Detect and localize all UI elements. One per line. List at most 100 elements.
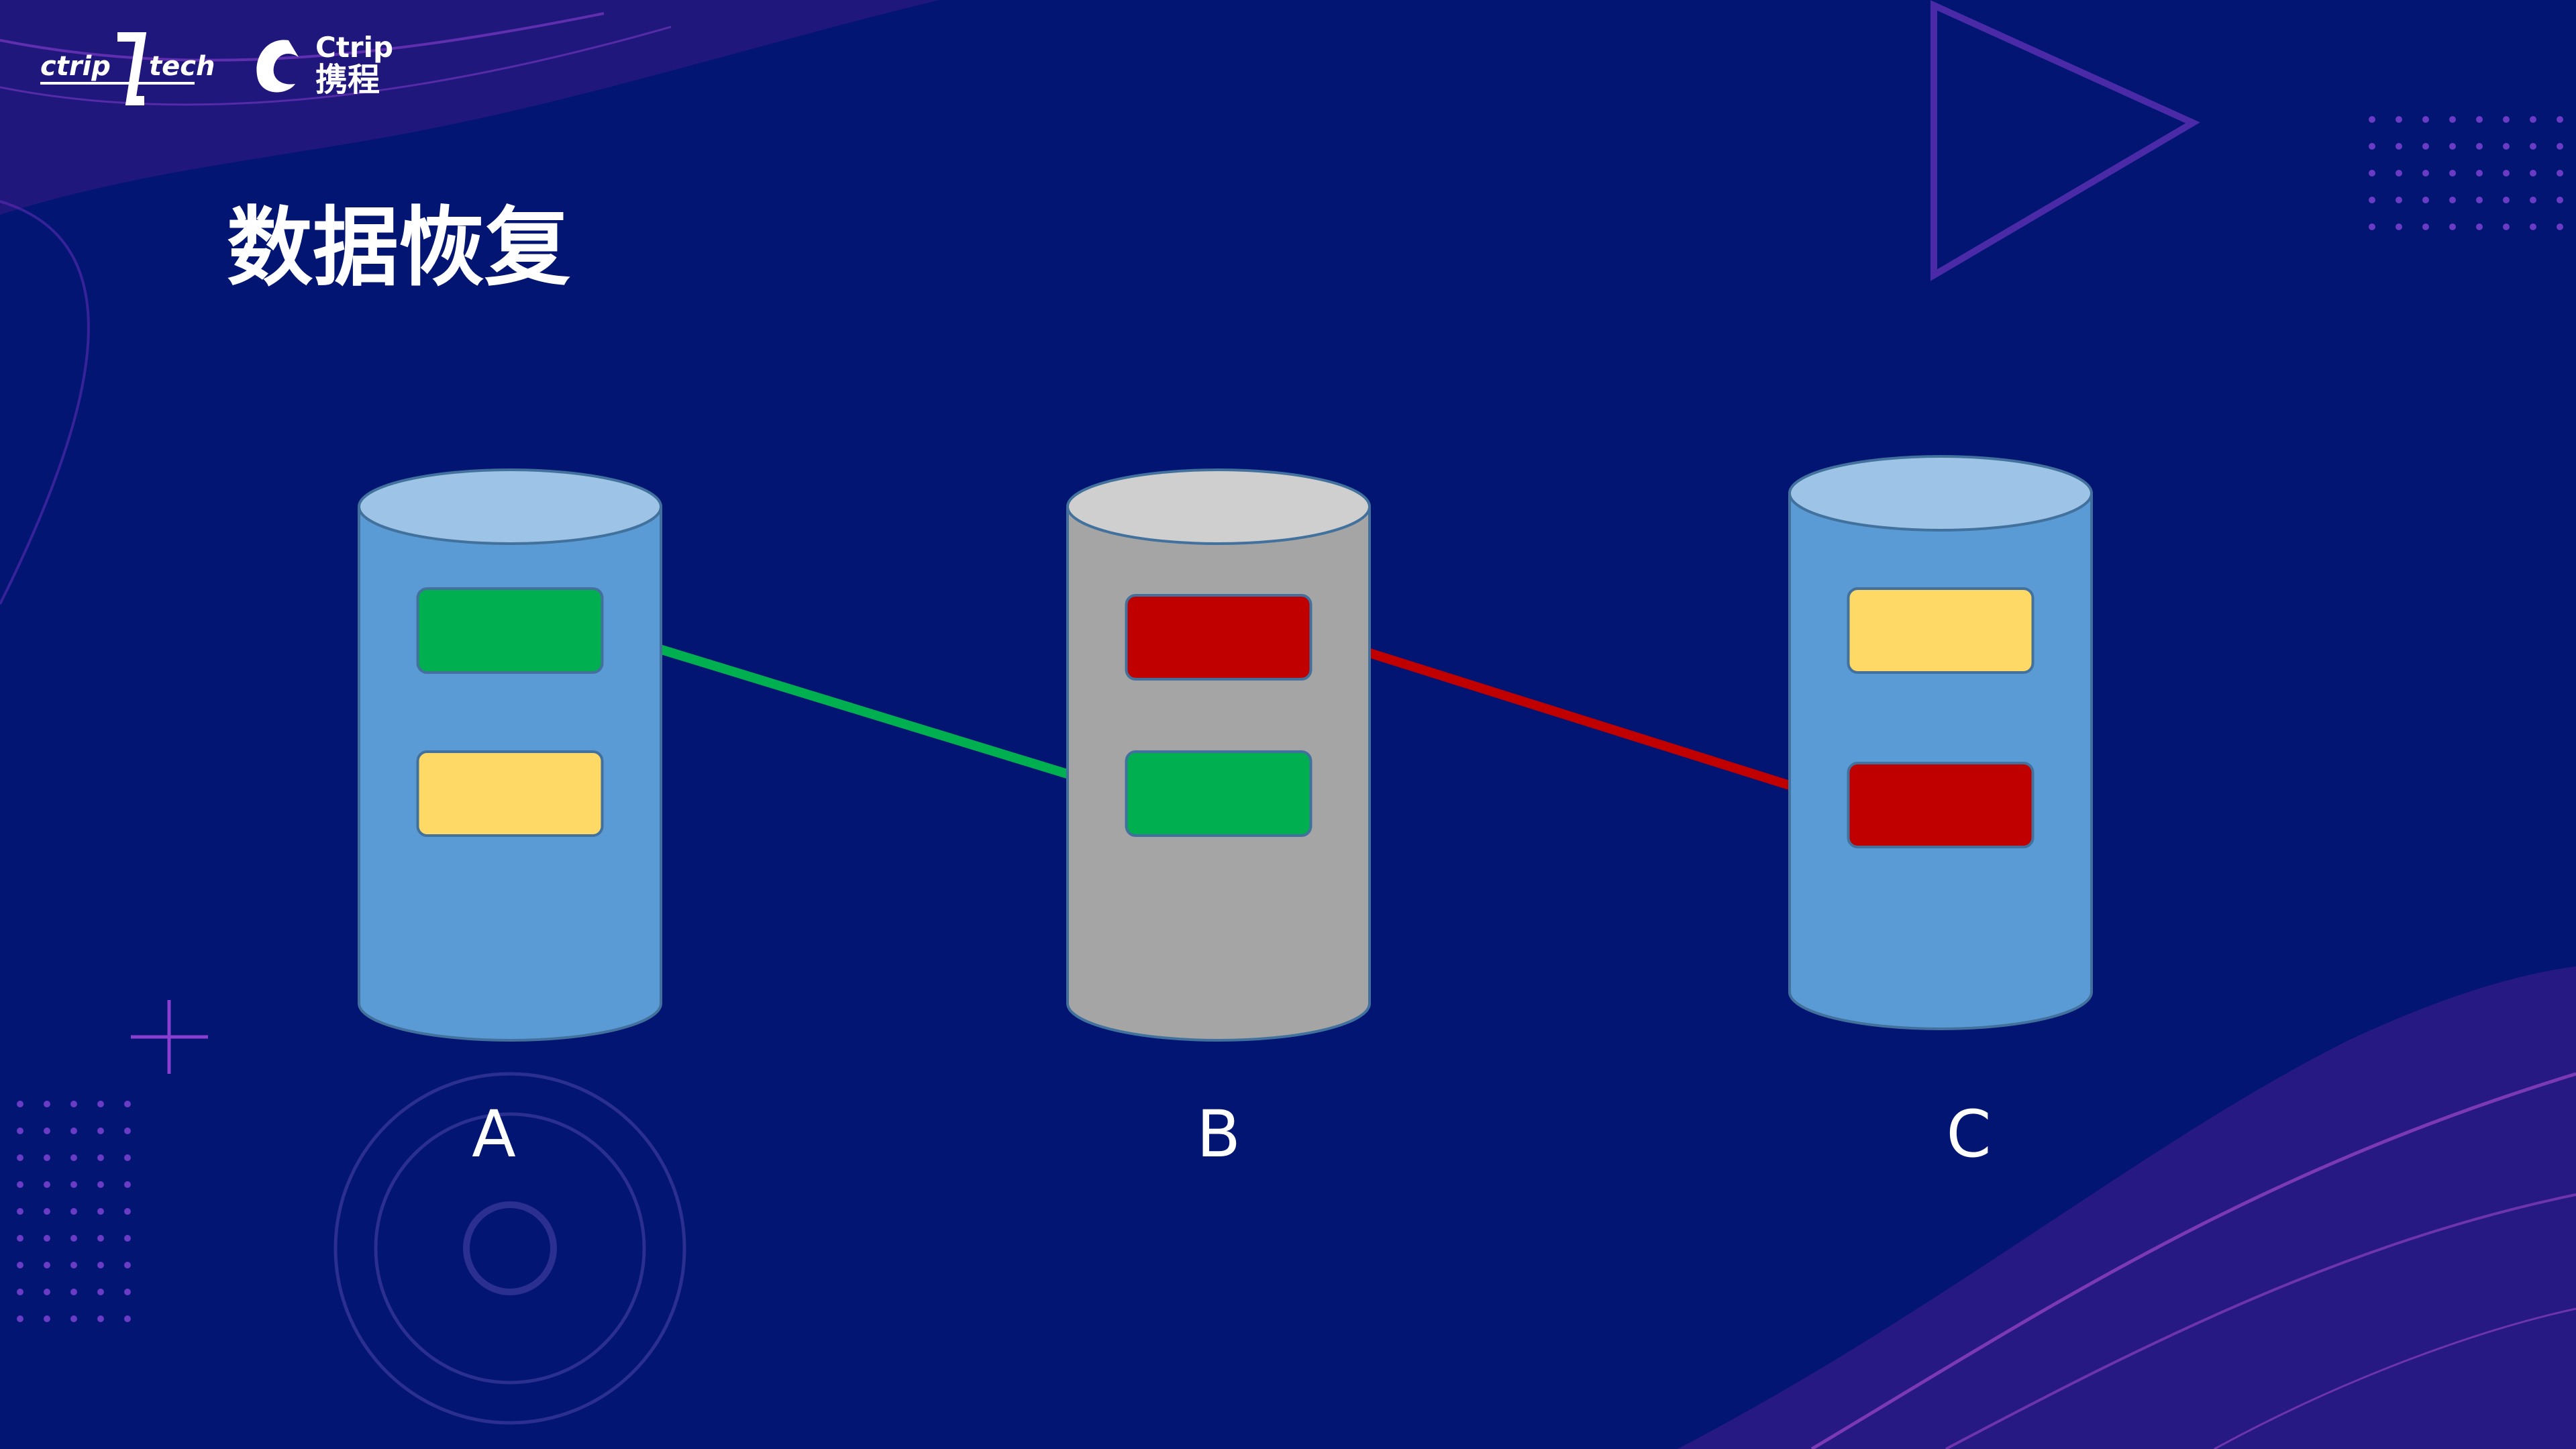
decor-dot xyxy=(2369,116,2375,123)
data-record-c-2 xyxy=(1847,762,2034,848)
decor-dot xyxy=(2449,197,2456,203)
decor-dot xyxy=(44,1181,50,1188)
decor-dot xyxy=(2557,170,2563,177)
decor-dot xyxy=(44,1235,50,1242)
decor-dot xyxy=(2449,223,2456,230)
decor-dot xyxy=(2449,143,2456,150)
decor-dot xyxy=(2530,116,2536,123)
decor-dot xyxy=(2476,116,2483,123)
decor-dot xyxy=(2530,143,2536,150)
ctrip-brand-logo: Ctrip 携程 xyxy=(256,31,393,99)
decor-dot xyxy=(17,1181,23,1188)
decor-dot xyxy=(124,1208,131,1215)
decor-dot xyxy=(17,1101,23,1107)
dolphin-icon xyxy=(256,40,299,93)
database-cylinder-a xyxy=(358,468,662,1042)
decor-dot xyxy=(17,1154,23,1161)
decor-dot xyxy=(97,1262,104,1268)
decor-dot xyxy=(2422,170,2429,177)
decor-dot xyxy=(2369,170,2375,177)
decor-dot xyxy=(2369,197,2375,203)
decor-dot xyxy=(70,1181,77,1188)
decor-dot xyxy=(44,1208,50,1215)
decor-dot xyxy=(2476,170,2483,177)
decor-dot xyxy=(2503,197,2510,203)
decor-dot xyxy=(124,1154,131,1161)
decor-dot xyxy=(2395,197,2402,203)
decor-dot xyxy=(17,1208,23,1215)
decor-dot xyxy=(2530,223,2536,230)
decor-dot xyxy=(44,1101,50,1107)
decor-dot xyxy=(70,1208,77,1215)
decor-dot xyxy=(97,1235,104,1242)
decor-dot xyxy=(2449,170,2456,177)
decor-dot xyxy=(2395,116,2402,123)
decor-dot xyxy=(44,1315,50,1322)
decor-dot xyxy=(44,1154,50,1161)
decor-dot xyxy=(124,1101,131,1107)
decor-dot xyxy=(124,1262,131,1268)
replication-arrows xyxy=(594,625,1855,810)
database-label-a: A xyxy=(472,1097,516,1172)
concentric-circles xyxy=(333,1072,686,1425)
ct-monogram-icon xyxy=(117,32,147,105)
data-record-a-2 xyxy=(416,750,604,837)
ctrip-brand-latin-text: Ctrip xyxy=(315,31,393,64)
bottom-right-wave-mesh xyxy=(1678,966,2576,1449)
decor-dot xyxy=(17,1289,23,1295)
decor-dot xyxy=(70,1235,77,1242)
decor-dot xyxy=(124,1128,131,1134)
decor-dot xyxy=(2395,223,2402,230)
decor-dot xyxy=(2369,223,2375,230)
decor-dot xyxy=(2530,197,2536,203)
cylinder-top xyxy=(358,468,662,545)
ctrip-tech-logo: ctrip tech xyxy=(40,32,215,105)
decor-dot xyxy=(70,1315,77,1322)
decor-dot xyxy=(2422,143,2429,150)
decor-dot xyxy=(2449,116,2456,123)
decor-dot xyxy=(2422,223,2429,230)
dot-grid-right xyxy=(2369,116,2563,230)
data-record-b-1 xyxy=(1125,594,1312,681)
data-record-b-2 xyxy=(1125,750,1312,837)
decor-dot xyxy=(97,1208,104,1215)
ctrip-tech-logo-left-text: ctrip xyxy=(40,51,111,82)
data-record-a-1 xyxy=(416,587,604,674)
decor-dot xyxy=(44,1128,50,1134)
decor-dot xyxy=(2422,197,2429,203)
decor-dot xyxy=(2369,143,2375,150)
decor-dot xyxy=(17,1235,23,1242)
top-left-wave-mesh xyxy=(0,0,939,215)
decor-dot xyxy=(2395,170,2402,177)
decor-dot xyxy=(70,1101,77,1107)
decor-dot xyxy=(70,1262,77,1268)
triangle-outline xyxy=(1930,0,2200,281)
decor-dot xyxy=(124,1289,131,1295)
decor-dot xyxy=(2476,143,2483,150)
decor-dot xyxy=(2476,223,2483,230)
decor-dot xyxy=(17,1315,23,1322)
decor-dot xyxy=(44,1289,50,1295)
decor-dot xyxy=(97,1289,104,1295)
cylinder-top xyxy=(1788,455,2093,532)
database-label-b: B xyxy=(1196,1097,1241,1172)
decor-dot xyxy=(2503,223,2510,230)
cylinder-body xyxy=(1788,492,2093,1030)
cylinder-top xyxy=(1066,468,1371,545)
decor-dot xyxy=(2395,143,2402,150)
database-label-c: C xyxy=(1946,1097,1992,1172)
decor-dot xyxy=(70,1289,77,1295)
decor-dot xyxy=(2422,116,2429,123)
decor-dot xyxy=(97,1154,104,1161)
decor-dot xyxy=(70,1128,77,1134)
decor-dot xyxy=(2557,223,2563,230)
ctrip-brand-chinese-text: 携程 xyxy=(315,61,380,99)
decor-dot xyxy=(97,1181,104,1188)
database-cylinder-c xyxy=(1788,455,2093,1030)
decor-dot xyxy=(2476,197,2483,203)
database-cylinder-b xyxy=(1066,468,1371,1042)
dot-grid-left xyxy=(17,1101,131,1322)
decor-dot xyxy=(17,1128,23,1134)
decor-dot xyxy=(17,1262,23,1268)
